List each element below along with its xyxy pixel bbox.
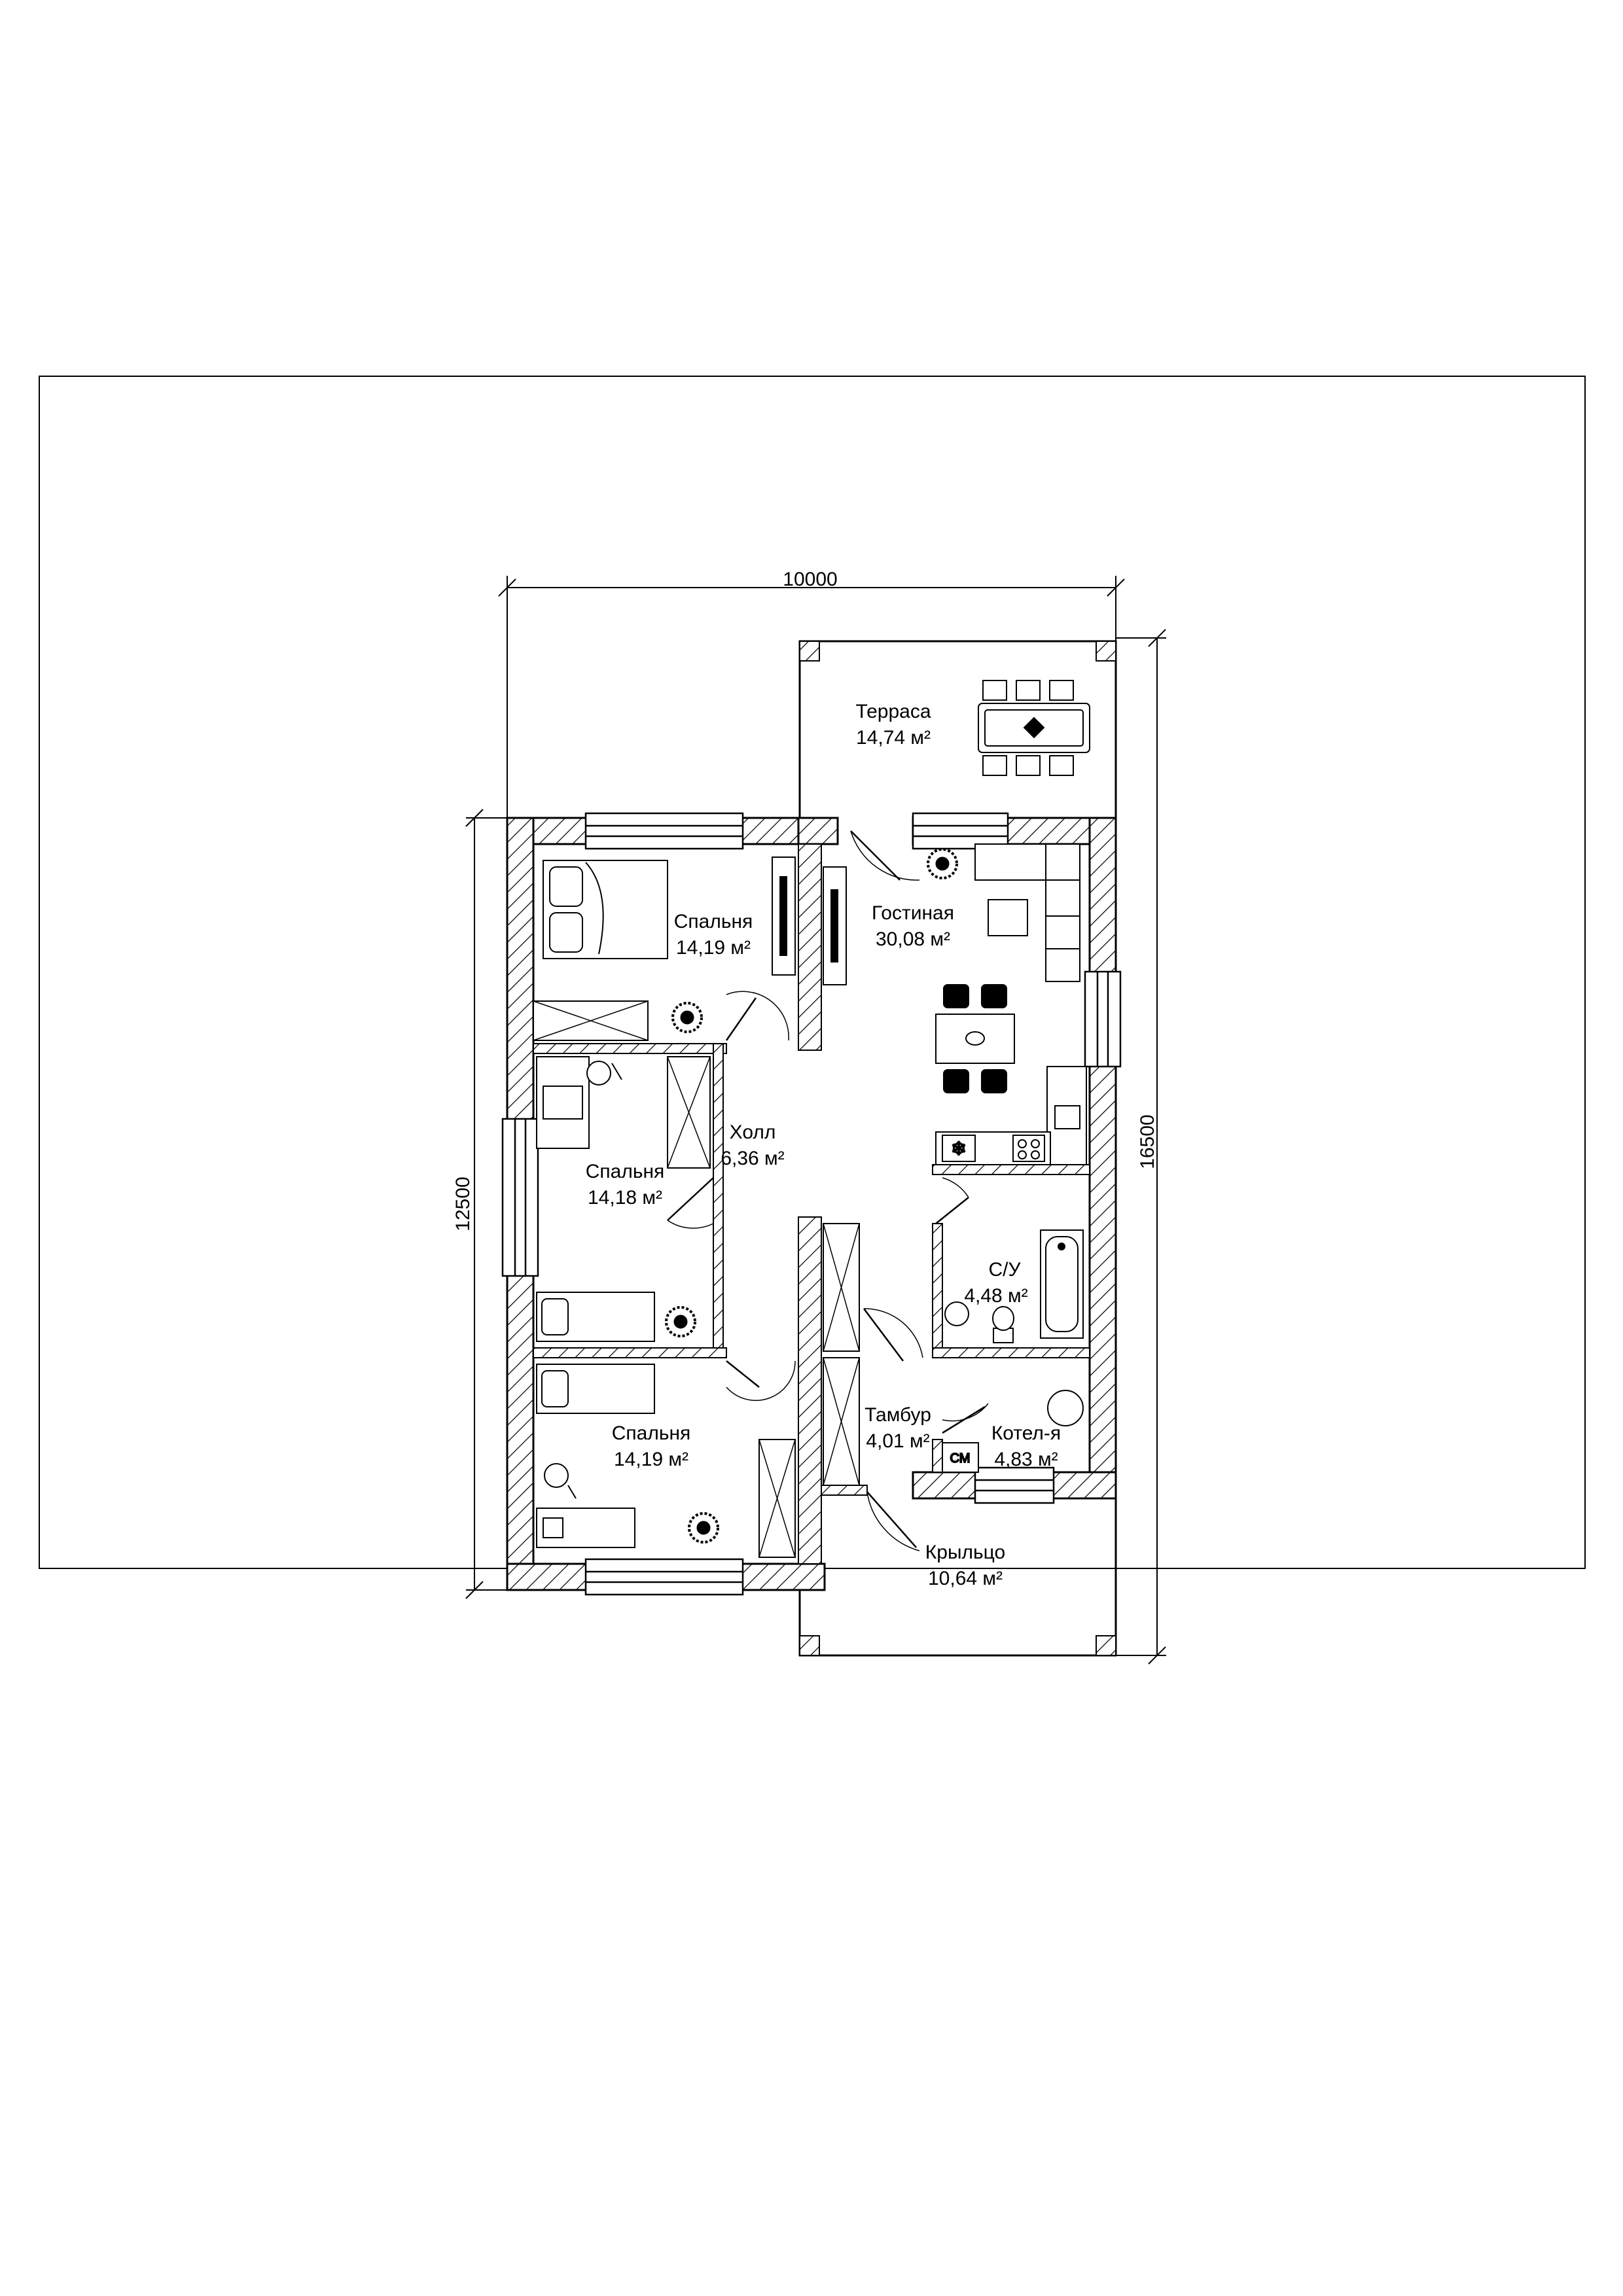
coffee-table — [988, 899, 1028, 936]
room-living-name: Гостиная — [872, 902, 954, 924]
dimension-top-label: 10000 — [783, 569, 837, 590]
porch-post-left — [799, 1635, 820, 1656]
dimension-left-label: 12500 — [452, 1176, 474, 1231]
terrace-dining-table — [978, 680, 1090, 776]
room-bedroom3-name: Спальня — [612, 1422, 691, 1444]
terrace-post-right — [1096, 641, 1116, 662]
exterior-walls — [506, 817, 1117, 1591]
room-bedroom2-name: Спальня — [586, 1161, 665, 1182]
room-hall-area: 6,36 м² — [721, 1148, 784, 1169]
door-bedroom2 — [667, 1177, 714, 1229]
room-bedroom1-name: Спальня — [674, 911, 753, 932]
dimension-right-label: 16500 — [1137, 1114, 1158, 1169]
plant-icon — [665, 1306, 696, 1337]
doors — [667, 830, 989, 1551]
room-terrace-area: 14,74 м² — [856, 727, 931, 749]
window-boiler — [974, 1466, 1055, 1504]
room-bathroom-name: С/У — [988, 1259, 1021, 1280]
window-bedroom1 — [584, 812, 744, 850]
living-tv-unit — [823, 866, 847, 985]
windows — [501, 812, 1122, 1596]
bedroom2-bed — [536, 1292, 655, 1342]
door-boiler — [942, 1403, 989, 1434]
door-vestibule — [863, 1308, 923, 1362]
boiler — [1047, 1390, 1084, 1426]
room-bedroom2-area: 14,18 м² — [588, 1187, 662, 1209]
plant-icon — [673, 1315, 688, 1329]
plant-icon — [927, 848, 958, 879]
bedroom1-bed — [543, 860, 668, 959]
porch-outline — [798, 1498, 1117, 1657]
toilet — [992, 1306, 1014, 1343]
bedroom2-chair — [586, 1061, 622, 1086]
bedroom2-desk — [536, 1056, 590, 1149]
living-dining-table — [935, 984, 1015, 1093]
window-living-top — [912, 812, 1009, 850]
plant-icon — [671, 1002, 703, 1033]
plant-icon — [688, 1512, 719, 1544]
room-labels: Терраса 14,74 м² Гостиная 30,08 м² Спаль… — [586, 701, 1061, 1589]
room-boiler-area: 4,83 м² — [994, 1449, 1058, 1470]
kitchen-counter: ❄ — [935, 1066, 1087, 1165]
room-hall-name: Холл — [730, 1122, 776, 1143]
window-bedroom3 — [584, 1558, 744, 1596]
door-terrace — [850, 830, 920, 881]
terrace-outline — [798, 640, 1117, 818]
door-bedroom1 — [725, 991, 789, 1041]
sink — [944, 1301, 969, 1326]
room-vestibule-area: 4,01 м² — [866, 1430, 929, 1452]
terrace-post-left — [799, 641, 820, 662]
bedroom1-tv-unit — [772, 857, 796, 976]
washing-machine — [942, 1442, 979, 1473]
living-sofa — [974, 843, 1080, 982]
door-bedroom3 — [726, 1360, 796, 1402]
room-bathroom-area: 4,48 м² — [964, 1285, 1027, 1307]
window-living-right — [1084, 970, 1122, 1068]
room-boiler-name: Котел-я — [991, 1422, 1061, 1444]
bedroom3-bed — [536, 1364, 655, 1414]
bathtub — [1040, 1229, 1084, 1339]
fridge-icon: ❄ — [951, 1138, 966, 1159]
plants — [665, 848, 958, 1544]
bedroom3-desk — [536, 1508, 635, 1548]
bedroom3-chair — [544, 1463, 577, 1499]
door-entrance — [866, 1491, 920, 1551]
room-bedroom3-area: 14,19 м² — [614, 1449, 688, 1470]
room-bedroom1-area: 14,19 м² — [676, 937, 751, 959]
plant-icon — [935, 857, 950, 871]
door-bathroom — [935, 1177, 969, 1224]
washing-machine-label: СМ — [950, 1451, 971, 1466]
room-living-area: 30,08 м² — [876, 928, 950, 950]
room-porch-area: 10,64 м² — [928, 1568, 1003, 1589]
furniture: ❄ СМ — [533, 680, 1090, 1558]
plant-icon — [680, 1010, 694, 1025]
dimension-top — [498, 576, 1125, 818]
dimension-right — [1116, 629, 1166, 1665]
room-porch-name: Крыльцо — [925, 1542, 1005, 1563]
room-vestibule-name: Тамбур — [865, 1404, 931, 1426]
interior-walls — [533, 843, 1090, 1564]
porch-post-right — [1096, 1635, 1116, 1656]
room-terrace-name: Терраса — [855, 701, 931, 722]
plant-icon — [696, 1521, 711, 1535]
window-bedroom2 — [501, 1118, 539, 1277]
